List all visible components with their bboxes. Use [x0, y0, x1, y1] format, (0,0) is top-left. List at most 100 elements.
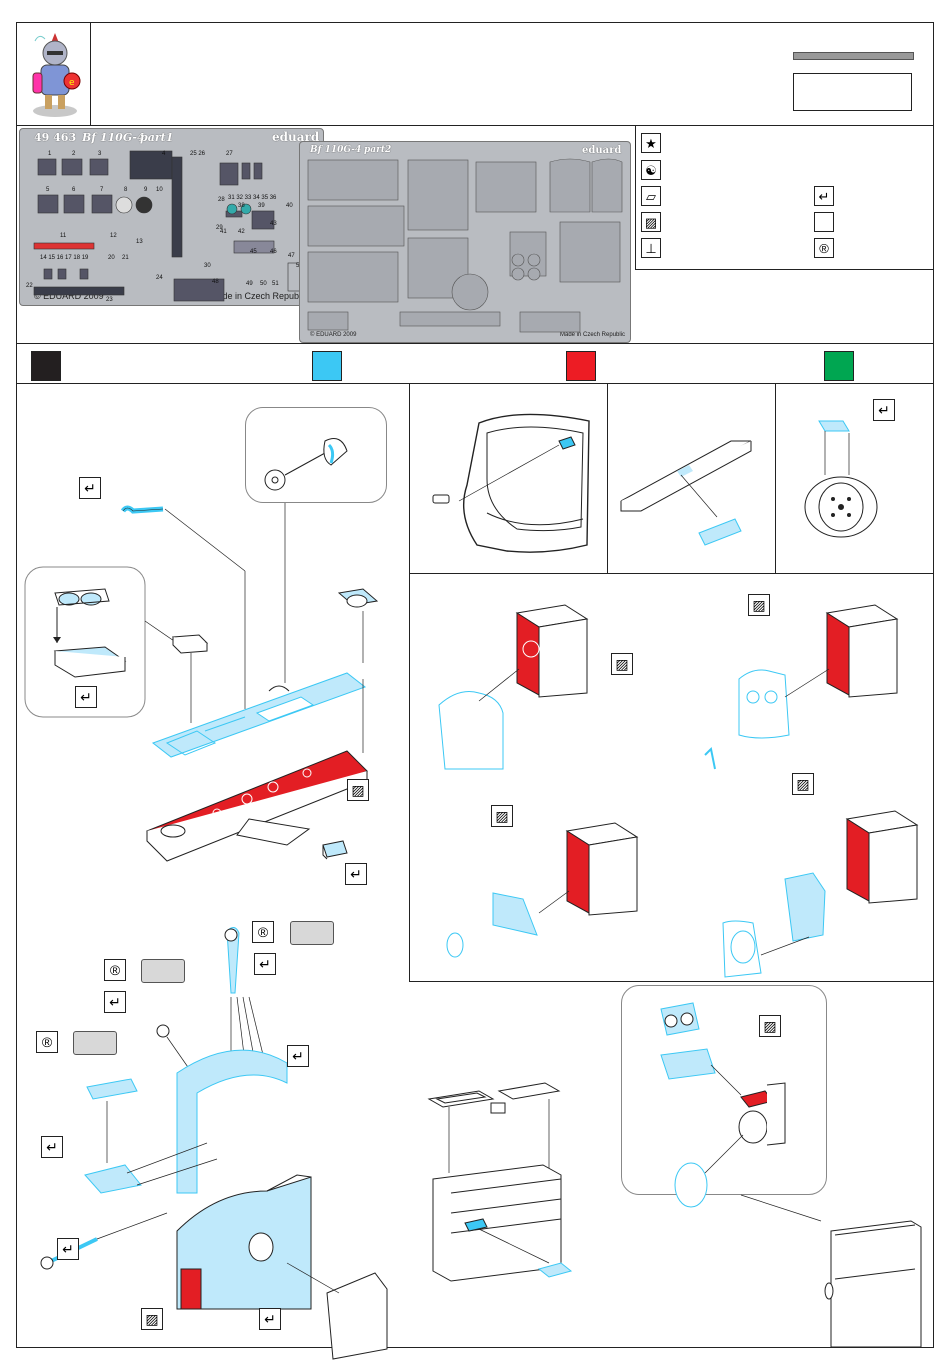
empty-square-icon — [814, 212, 834, 232]
swatch-light-blue — [312, 351, 342, 381]
hatched-icon: ▨ — [759, 1015, 781, 1037]
svg-text:20: 20 — [108, 255, 115, 261]
svg-text:12: 12 — [110, 233, 117, 239]
svg-text:6: 6 — [72, 187, 76, 193]
divider — [635, 125, 636, 269]
hatched-icon: ▨ — [748, 594, 770, 616]
svg-text:9: 9 — [144, 187, 148, 193]
detail-bubble — [621, 985, 827, 1195]
parallelogram-icon: ▱ — [641, 186, 661, 206]
step-cylinder — [804, 420, 878, 538]
step-gunsight — [660, 1002, 922, 1348]
fold-arrow-icon: ↵ — [287, 1045, 309, 1067]
step-board — [620, 440, 752, 546]
hatched-icon: ▨ — [792, 773, 814, 795]
svg-text:2: 2 — [72, 151, 76, 157]
fret2-copyright: © EDUARD 2009 — [310, 332, 357, 338]
svg-text:40: 40 — [286, 203, 293, 209]
svg-text:48: 48 — [212, 279, 219, 285]
fret2-part: part2 — [364, 145, 392, 155]
hatched-icon: ▨ — [641, 212, 661, 232]
svg-text:39: 39 — [258, 203, 265, 209]
fold-arrow-icon: ↵ — [104, 991, 126, 1013]
svg-text:28: 28 — [218, 197, 225, 203]
fold-arrow-icon: ↵ — [57, 1238, 79, 1260]
divider — [775, 383, 776, 573]
svg-text:43: 43 — [270, 221, 277, 227]
fold-arrow-icon: ↵ — [41, 1136, 63, 1158]
svg-text:24: 24 — [156, 275, 163, 281]
registered-r-icon: ® — [36, 1031, 58, 1053]
svg-text:7: 7 — [100, 187, 104, 193]
step-throttle-quadrant — [40, 927, 388, 1360]
svg-text:14 15 16 17 18 19: 14 15 16 17 18 19 — [40, 255, 89, 261]
svg-text:4: 4 — [162, 151, 166, 157]
photo-etch-fret-part2: Bf 110G-4 part2 eduard © EDUARD 2009 Mad… — [299, 141, 631, 343]
title-bar — [793, 52, 914, 60]
svg-text:38: 38 — [238, 203, 245, 209]
hatched-icon: ▨ — [491, 805, 513, 827]
fret2-made-in: Made in Czech Republic — [560, 332, 626, 338]
fret2-brand: eduard — [582, 145, 622, 156]
divider — [409, 573, 933, 574]
mask-label — [290, 921, 334, 945]
fret-title: Bf 110G-4 — [82, 131, 145, 144]
step-radio-boxes — [438, 604, 919, 978]
fret2-title: Bf 110G-4 — [310, 145, 362, 155]
svg-text:47: 47 — [288, 253, 295, 259]
svg-text:13: 13 — [136, 239, 143, 245]
registered-r-icon: ® — [252, 921, 274, 943]
svg-text:45: 45 — [250, 249, 257, 255]
svg-text:41: 41 — [220, 229, 227, 235]
swatch-green — [824, 351, 854, 381]
svg-text:8: 8 — [124, 187, 128, 193]
fold-arrow-icon: ↵ — [873, 399, 895, 421]
divider — [409, 383, 410, 981]
fret-brand: eduard — [272, 130, 320, 144]
step-console-tray — [427, 1082, 573, 1282]
fold-arrow-icon: ↵ — [254, 953, 276, 975]
svg-text:50: 50 — [260, 281, 267, 287]
svg-text:31 32 33 34 35 36: 31 32 33 34 35 36 — [228, 195, 277, 201]
drill-icon: ⊥ — [641, 238, 661, 258]
fold-arrow-icon: ↵ — [79, 477, 101, 499]
svg-text:5: 5 — [46, 187, 50, 193]
svg-text:49: 49 — [246, 281, 253, 287]
fret-made-in: Made in Czech Republic — [210, 291, 308, 301]
hatched-icon: ▨ — [141, 1308, 163, 1330]
registered-r-icon: ® — [814, 238, 834, 258]
svg-text:22: 22 — [26, 283, 33, 289]
svg-text:46: 46 — [270, 249, 277, 255]
photo-etch-fret-part1: 49 463 Bf 110G-4 part1 eduard © EDUARD 2… — [19, 128, 324, 306]
svg-text:23: 23 — [106, 297, 113, 303]
star-icon: ★ — [641, 133, 661, 153]
svg-text:11: 11 — [60, 233, 67, 239]
step-panel-assembly — [24, 438, 379, 862]
svg-text:1: 1 — [48, 151, 52, 157]
yin-yang-icon: ☯ — [641, 160, 661, 180]
fret-code: 49 463 — [34, 131, 77, 144]
fret2-parts — [307, 158, 623, 333]
mask-label — [141, 959, 185, 983]
svg-text:10: 10 — [156, 187, 163, 193]
registered-r-icon: ® — [104, 959, 126, 981]
instruction-sheet: e 49 463 Bf 110G-4 part1 eduard © EDUARD… — [16, 22, 934, 1360]
fold-arrow-icon: ↵ — [814, 186, 834, 206]
divider — [607, 383, 608, 573]
fret-copyright: © EDUARD 2009 — [34, 291, 104, 301]
divider — [635, 269, 933, 270]
swatch-black — [31, 351, 61, 381]
divider — [17, 343, 933, 344]
svg-text:25 26: 25 26 — [190, 151, 206, 157]
divider — [90, 23, 91, 125]
svg-text:51: 51 — [272, 281, 279, 287]
swatch-red — [566, 351, 596, 381]
hatched-icon: ▨ — [611, 653, 633, 675]
svg-text:3: 3 — [98, 151, 102, 157]
fold-arrow-icon: ↵ — [345, 863, 367, 885]
hatched-icon: ▨ — [347, 779, 369, 801]
svg-text:e: e — [69, 78, 75, 88]
mask-label — [73, 1031, 117, 1055]
divider — [409, 981, 933, 982]
fold-arrow-icon: ↵ — [259, 1308, 281, 1330]
